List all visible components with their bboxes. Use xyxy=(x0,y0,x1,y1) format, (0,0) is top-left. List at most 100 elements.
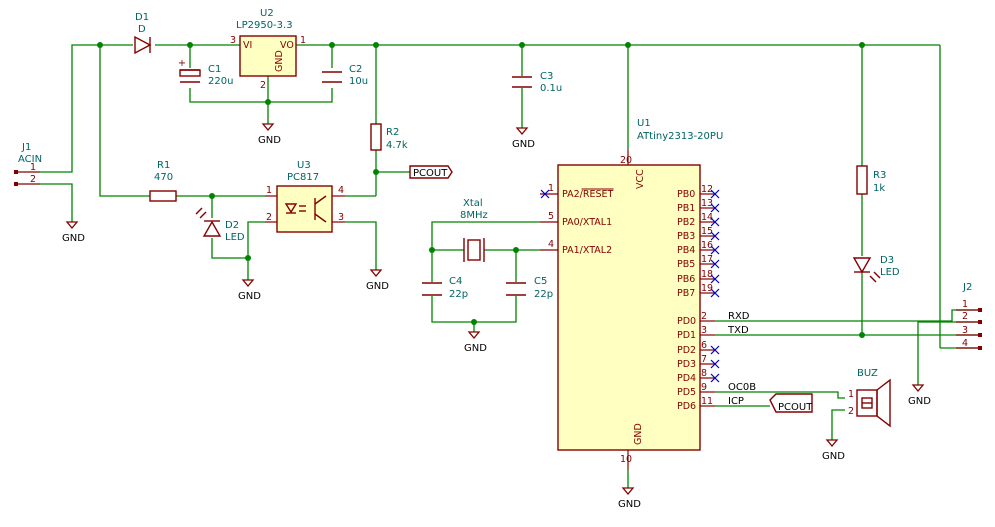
c2-ref: C2 xyxy=(349,64,362,75)
u1-vcc-label: VCC xyxy=(635,169,646,189)
u1-pin-name-7: PD3 xyxy=(677,359,696,370)
led-d2: D2 LED xyxy=(195,207,245,243)
j2-ref: J2 xyxy=(962,282,972,293)
u1-pin-num-9: 9 xyxy=(701,382,707,393)
u1-pin-num-16: 16 xyxy=(701,240,713,251)
u1-pin-num-17: 17 xyxy=(701,254,713,265)
c3-ref: C3 xyxy=(540,71,553,82)
u1-value: ATtiny2313-20PU xyxy=(637,131,723,142)
gnd-symbol: GND xyxy=(464,331,487,354)
u1-pin-name-18: PB6 xyxy=(677,274,695,285)
r2-ref: R2 xyxy=(386,127,399,138)
j2-pin2: 2 xyxy=(962,311,968,322)
regulator-u2: U2 LP2950-3.3 VI VO GND 3 1 2 xyxy=(230,8,306,91)
wires xyxy=(40,44,980,488)
u1-pin-name-3: PD1 xyxy=(677,330,696,341)
junctions xyxy=(97,42,865,338)
u1-pin-name-1: PA2/RESET xyxy=(562,189,614,200)
capacitor-c2: C2 10u xyxy=(322,64,368,87)
connector-j2: J2 1 2 3 4 xyxy=(956,282,982,350)
u1-pin-name-4: PA1/XTAL2 xyxy=(562,245,612,256)
u1-vcc-pin: 20 xyxy=(620,155,632,166)
u1-pin-num-4: 4 xyxy=(548,239,554,250)
d3-ref: D3 xyxy=(880,255,894,266)
u1-pin-num-11: 11 xyxy=(701,396,713,407)
capacitor-c1: + C1 220u xyxy=(178,58,233,87)
gnd-label: GND xyxy=(238,291,261,302)
u1-pin-num-18: 18 xyxy=(701,269,713,280)
buz-ref: BUZ xyxy=(857,368,878,379)
gnd-symbol: GND xyxy=(238,279,261,302)
gnd-symbol: GND xyxy=(908,384,931,407)
u2-pin2: 2 xyxy=(260,80,266,91)
net-txd-label: TXD xyxy=(727,325,749,336)
u3-value: PC817 xyxy=(287,172,319,183)
c5-ref: C5 xyxy=(534,276,547,287)
gnd-symbol: GND xyxy=(618,487,641,510)
j1-value: ACIN xyxy=(18,154,42,165)
capacitor-c4: C4 22p xyxy=(422,276,468,300)
u1-pin-num-8: 8 xyxy=(701,368,707,379)
u2-pin3: 3 xyxy=(230,35,236,46)
r1-ref: R1 xyxy=(157,160,170,171)
u2-value: LP2950-3.3 xyxy=(236,20,293,31)
u1-ref: U1 xyxy=(637,118,651,129)
buz-pin1: 1 xyxy=(848,389,854,400)
u1-pin-name-13: PB1 xyxy=(677,203,695,214)
u1-pin-name-12: PB0 xyxy=(677,189,695,200)
resistor-r2: R2 4.7k xyxy=(370,123,408,151)
gnd-label: GND xyxy=(258,135,281,146)
u1-right-pins: 12PB013PB114PB215PB316PB417PB518PB619PB7… xyxy=(677,184,720,412)
gnd-symbol: GND xyxy=(512,127,535,150)
c4-value: 22p xyxy=(449,289,468,300)
gnd-symbols: GND GND GND GND GND GND GND GND GND xyxy=(62,123,931,510)
u3-pin1: 1 xyxy=(266,185,272,196)
resistor-r3: R3 1k xyxy=(856,165,886,195)
gnd-label: GND xyxy=(512,139,535,150)
u1-pin-num-19: 19 xyxy=(701,283,713,294)
u2-pin1: 1 xyxy=(300,35,306,46)
gnd-label: GND xyxy=(908,396,931,407)
d1-ref: D1 xyxy=(135,12,149,23)
gnd-label: GND xyxy=(822,451,845,462)
mcu-u1: U1 ATtiny2313-20PU VCC 20 GND 10 1PA2/RE… xyxy=(540,118,723,470)
u1-pin-name-5: PA0/XTAL1 xyxy=(562,217,612,228)
u1-pin-num-3: 3 xyxy=(701,325,707,336)
crystal-xtal: Xtal 8MHz xyxy=(460,198,488,262)
xtal-ref: Xtal xyxy=(463,198,483,209)
u1-pin-num-13: 13 xyxy=(701,198,713,209)
u1-pin-name-2: PD0 xyxy=(677,316,696,327)
gnd-label: GND xyxy=(366,281,389,292)
capacitor-c5: C5 22p xyxy=(506,276,553,300)
resistor-r1: R1 470 xyxy=(149,160,177,202)
u2-gnd-label: GND xyxy=(274,50,285,72)
u1-pin-name-14: PB2 xyxy=(677,217,695,228)
u3-ref: U3 xyxy=(297,160,311,171)
gnd-symbol: GND xyxy=(366,269,389,292)
u3-pin2: 2 xyxy=(266,212,272,223)
c1-ref: C1 xyxy=(208,64,221,75)
u1-pin-num-15: 15 xyxy=(701,226,713,237)
d1-value: D xyxy=(138,24,146,35)
c3-value: 0.1u xyxy=(540,83,562,94)
u1-pin-num-6: 6 xyxy=(701,340,707,351)
r3-ref: R3 xyxy=(873,170,886,181)
j2-pin1: 1 xyxy=(962,299,968,310)
u2-vi-label: VI xyxy=(243,40,252,51)
r1-value: 470 xyxy=(154,172,173,183)
gnd-symbol: GND xyxy=(258,123,281,146)
u1-pin-num-2: 2 xyxy=(701,311,707,322)
diode-d1: D1 D xyxy=(134,12,152,55)
c2-value: 10u xyxy=(349,76,368,87)
j2-pin4: 4 xyxy=(962,338,968,349)
r2-value: 4.7k xyxy=(386,140,408,151)
c1-polarity: + xyxy=(178,58,186,69)
gnd-symbol: GND xyxy=(822,439,845,462)
led-d3: D3 LED xyxy=(852,255,900,283)
r3-value: 1k xyxy=(873,183,885,194)
gnd-symbol: GND xyxy=(62,221,85,244)
u1-pin-num-1: 1 xyxy=(548,183,554,194)
gnd-label: GND xyxy=(62,233,85,244)
